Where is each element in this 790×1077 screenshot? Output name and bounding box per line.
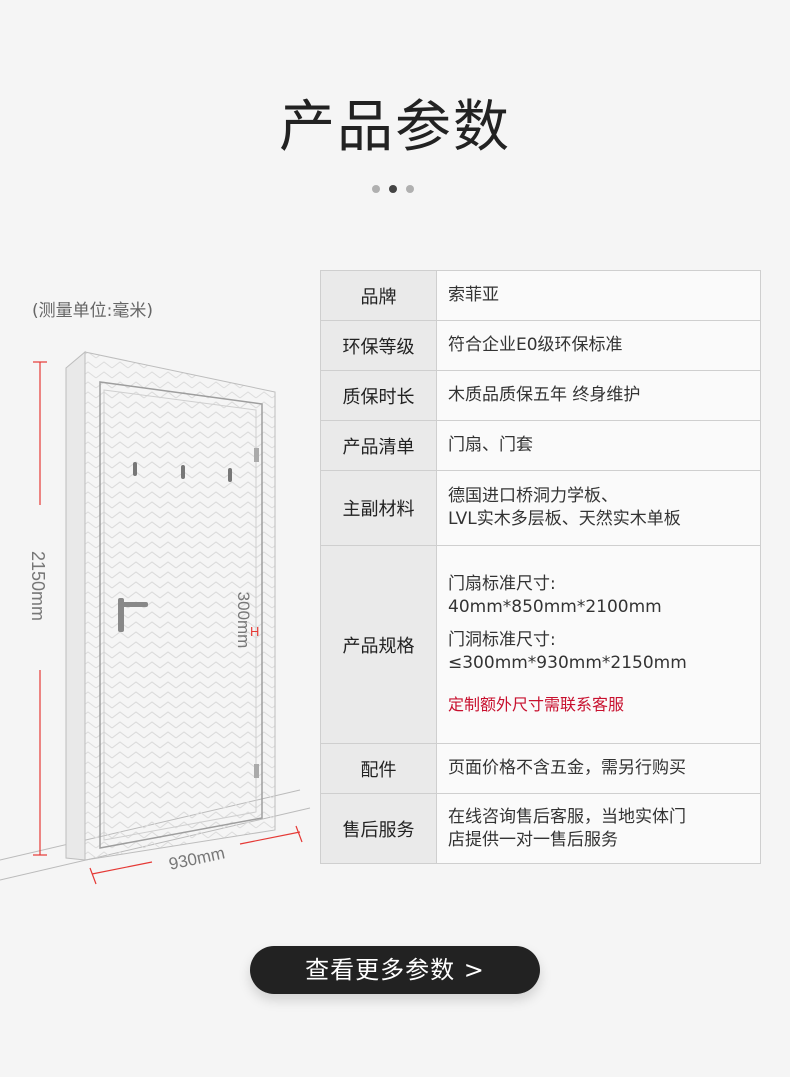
custom-size-note: 定制额外尺寸需联系客服 <box>448 695 625 714</box>
spec-line: 店提供一对一售后服务 <box>448 829 618 850</box>
unit-note: (测量单位:毫米) <box>32 301 153 321</box>
spec-value: 门扇标准尺寸: 40mm*850mm*2100mm 门洞标准尺寸: ≤300mm… <box>436 545 761 744</box>
carousel-dot[interactable] <box>372 185 380 193</box>
spec-value: 在线咨询售后客服，当地实体门 店提供一对一售后服务 <box>436 793 761 864</box>
spec-row-after-sales: 售后服务 在线咨询售后客服，当地实体门 店提供一对一售后服务 <box>320 793 761 864</box>
door-panel-edge <box>103 389 257 841</box>
spec-row-accessories: 配件 页面价格不含五金，需另行购买 <box>320 743 761 794</box>
spec-line: 40mm*850mm*2100mm <box>448 597 662 617</box>
hook-icon <box>181 465 185 479</box>
spec-value: 木质品质保五年 终身维护 <box>436 370 761 421</box>
height-label: 2150mm <box>28 551 48 621</box>
frame-side <box>65 350 86 861</box>
spec-line: 门扇标准尺寸: <box>448 574 556 594</box>
spec-value: 德国进口桥洞力学板、 LVL实木多层板、天然实木单板 <box>436 470 761 546</box>
spec-row-brand: 品牌 索菲亚 <box>320 270 761 321</box>
view-more-params-button[interactable]: 查看更多参数 > <box>250 946 540 994</box>
door-leaf <box>99 381 263 849</box>
spec-line: 门洞标准尺寸: <box>448 630 556 650</box>
spec-row-contents: 产品清单 门扇、门套 <box>320 420 761 471</box>
spec-value: 符合企业E0级环保标准 <box>436 320 761 371</box>
dimension-tick <box>89 867 97 885</box>
spec-key: 产品规格 <box>320 545 437 744</box>
width-label: 930mm <box>167 843 226 873</box>
spec-key: 主副材料 <box>320 470 437 546</box>
spec-row-warranty: 质保时长 木质品质保五年 终身维护 <box>320 370 761 421</box>
dimension-tick <box>295 825 303 843</box>
carousel-dot[interactable] <box>406 185 414 193</box>
spec-line: 在线咨询售后客服，当地实体门 <box>448 806 686 827</box>
spec-key: 环保等级 <box>320 320 437 371</box>
carousel-dot-active[interactable] <box>389 185 397 193</box>
spec-row-dimensions: 产品规格 门扇标准尺寸: 40mm*850mm*2100mm 门洞标准尺寸: ≤… <box>320 545 761 744</box>
spec-key: 质保时长 <box>320 370 437 421</box>
hook-icon <box>133 462 137 476</box>
door-dimension-diagram: 2150mm 300mm H 930mm <box>0 350 311 885</box>
depth-label: 300mm <box>234 592 253 649</box>
width-dimension-line <box>91 861 153 875</box>
spec-line: 德国进口桥洞力学板、 <box>448 486 618 506</box>
spec-line: LVL实木多层板、天然实木单板 <box>448 509 681 529</box>
hinge-icon <box>254 764 259 778</box>
width-dimension-line <box>239 831 301 845</box>
hinge-icon <box>254 448 259 462</box>
spec-value: 页面价格不含五金，需另行购买 <box>436 743 761 794</box>
page-title: 产品参数 <box>279 95 511 160</box>
spec-row-eco-grade: 环保等级 符合企业E0级环保标准 <box>320 320 761 371</box>
spec-key: 售后服务 <box>320 793 437 864</box>
spec-key: 配件 <box>320 743 437 794</box>
spec-value: 索菲亚 <box>436 270 761 321</box>
depth-marker: H <box>250 624 259 639</box>
spec-line: ≤300mm*930mm*2150mm <box>448 653 687 673</box>
spec-table: 品牌 索菲亚 环保等级 符合企业E0级环保标准 质保时长 木质品质保五年 终身维… <box>320 270 761 864</box>
spec-value: 门扇、门套 <box>436 420 761 471</box>
hook-icon <box>228 468 232 482</box>
spec-key: 产品清单 <box>320 420 437 471</box>
spec-key: 品牌 <box>320 270 437 321</box>
spec-row-materials: 主副材料 德国进口桥洞力学板、 LVL实木多层板、天然实木单板 <box>320 470 761 546</box>
door-handle-lever <box>118 602 148 607</box>
